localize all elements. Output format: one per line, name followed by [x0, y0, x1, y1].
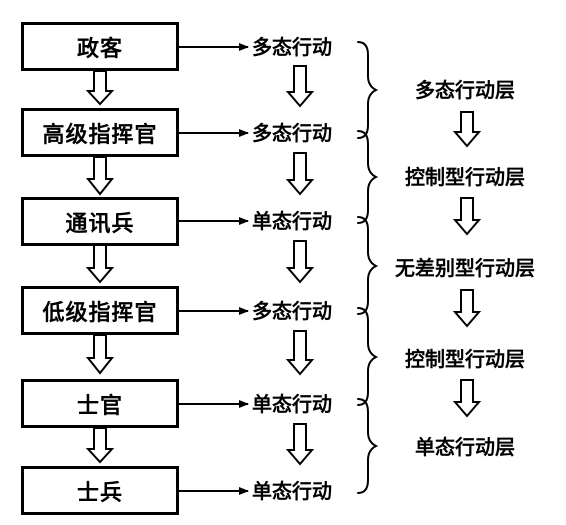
role-label: 士官: [76, 393, 123, 419]
role-down-arrows: [85, 70, 115, 464]
role-box-junior-commander: 低级指挥官: [21, 286, 179, 335]
action-label: 多态行动: [252, 299, 332, 323]
curly-brace: [357, 398, 379, 494]
hollow-down-arrow: [85, 334, 115, 375]
role-box-senior-commander: 高级指挥官: [21, 108, 179, 157]
hollow-down-arrow: [285, 152, 315, 196]
layer-label: 单态行动层: [415, 435, 515, 459]
layer-down-arrows: [452, 111, 482, 418]
action-label: 单态行动: [252, 479, 332, 503]
hollow-down-arrow: [85, 156, 115, 196]
action-label: 单态行动: [252, 392, 332, 416]
hollow-down-arrow: [452, 289, 482, 328]
role-label: 政客: [76, 36, 123, 62]
hollow-down-arrow: [285, 423, 315, 466]
curly-brace: [357, 216, 379, 315]
curly-brace: [357, 307, 379, 406]
layer-label: 控制型行动层: [405, 347, 525, 371]
hollow-down-arrow: [285, 240, 315, 284]
role-label: 士兵: [76, 480, 123, 506]
hollow-down-arrow: [452, 379, 482, 418]
layer-label: 控制型行动层: [405, 165, 525, 189]
layer-label: 多态行动层: [415, 78, 515, 102]
hollow-down-arrow: [85, 70, 115, 106]
action-label: 多态行动: [252, 35, 332, 59]
layer-label: 无差别型行动层: [395, 256, 535, 280]
hollow-down-arrow: [85, 244, 115, 284]
action-down-arrows: [285, 65, 315, 466]
role-box-signalman: 通讯兵: [21, 197, 179, 246]
layer-braces: [357, 41, 379, 494]
action-label: 单态行动: [252, 209, 332, 233]
curly-brace: [357, 130, 379, 224]
curly-brace: [357, 41, 379, 139]
hollow-down-arrow: [285, 330, 315, 376]
role-box-nco: 士官: [21, 379, 179, 428]
role-to-action-arrows: [179, 43, 249, 495]
action-label: 多态行动: [252, 121, 332, 145]
role-box-politician: 政客: [21, 22, 179, 71]
hollow-down-arrow: [285, 65, 315, 108]
hollow-down-arrow: [452, 111, 482, 148]
role-label: 高级指挥官: [42, 122, 158, 148]
hollow-down-arrow: [452, 197, 482, 236]
role-label: 通讯兵: [65, 211, 135, 237]
role-label: 低级指挥官: [42, 300, 158, 326]
hollow-down-arrow: [85, 427, 115, 464]
role-box-soldier: 士兵: [21, 466, 179, 515]
